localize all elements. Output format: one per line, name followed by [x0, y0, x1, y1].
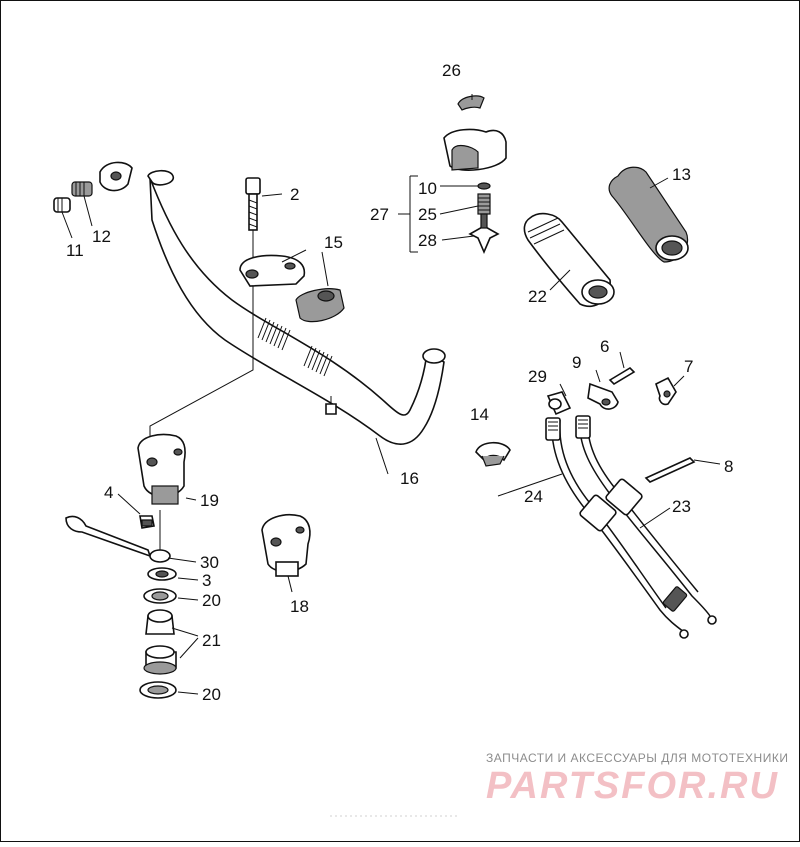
left-grip-part: [523, 212, 615, 307]
riser-clamp-assembly: [398, 95, 507, 255]
handlebar-part: [147, 169, 446, 445]
callout-22: 22: [528, 287, 547, 306]
callout-10: 10: [418, 179, 437, 198]
callout-27: 27: [370, 205, 389, 224]
leader-lines: [261, 94, 669, 475]
callout-23: 23: [672, 497, 691, 516]
watermark-caption: ЗАПЧАСТИ И АКСЕССУАРЫ ДЛЯ МОТОТЕХНИКИ: [486, 751, 788, 765]
callout-11: 11: [66, 241, 84, 260]
adjuster-parts: [53, 161, 133, 239]
cable-hardware-parts: [546, 351, 721, 483]
watermark-logo: PARTSFOR.RU: [486, 765, 779, 807]
callout-14: 14: [470, 405, 489, 424]
callout-7: 7: [684, 357, 693, 376]
callout-26: 26: [442, 61, 461, 80]
callout-4: 4: [104, 483, 113, 502]
callout-25: 25: [418, 205, 437, 224]
callout-30: 30: [200, 553, 219, 572]
callout-3: 3: [202, 571, 211, 590]
callout-9: 9: [572, 353, 581, 372]
callout-29: 29: [528, 367, 547, 386]
right-grip-part: [608, 166, 689, 263]
callout-18: 18: [290, 597, 309, 616]
riser-stack-parts: [65, 433, 199, 699]
callout-labels: 26 2 15 10 25 27 28 13 22 11 12 16 14 29…: [66, 61, 733, 704]
callout-20-upper: 20: [202, 591, 221, 610]
callout-2: 2: [290, 185, 299, 204]
callout-19: 19: [200, 491, 219, 510]
cables-part: [497, 415, 717, 639]
callout-20-lower: 20: [202, 685, 221, 704]
callout-16: 16: [400, 469, 419, 488]
watermark: ЗАПЧАСТИ И АКСЕССУАРЫ ДЛЯ МОТОТЕХНИКИ PA…: [330, 751, 788, 817]
riser-part: [261, 514, 311, 593]
callout-6: 6: [600, 337, 609, 356]
callout-15: 15: [324, 233, 343, 252]
callout-28: 28: [418, 231, 437, 250]
callout-24: 24: [524, 487, 543, 506]
clip-part: [475, 441, 511, 467]
callout-13: 13: [672, 165, 691, 184]
upper-clamp-part: [239, 254, 345, 323]
callout-12: 12: [92, 227, 111, 246]
callout-21: 21: [202, 631, 221, 650]
callout-8: 8: [724, 457, 733, 476]
